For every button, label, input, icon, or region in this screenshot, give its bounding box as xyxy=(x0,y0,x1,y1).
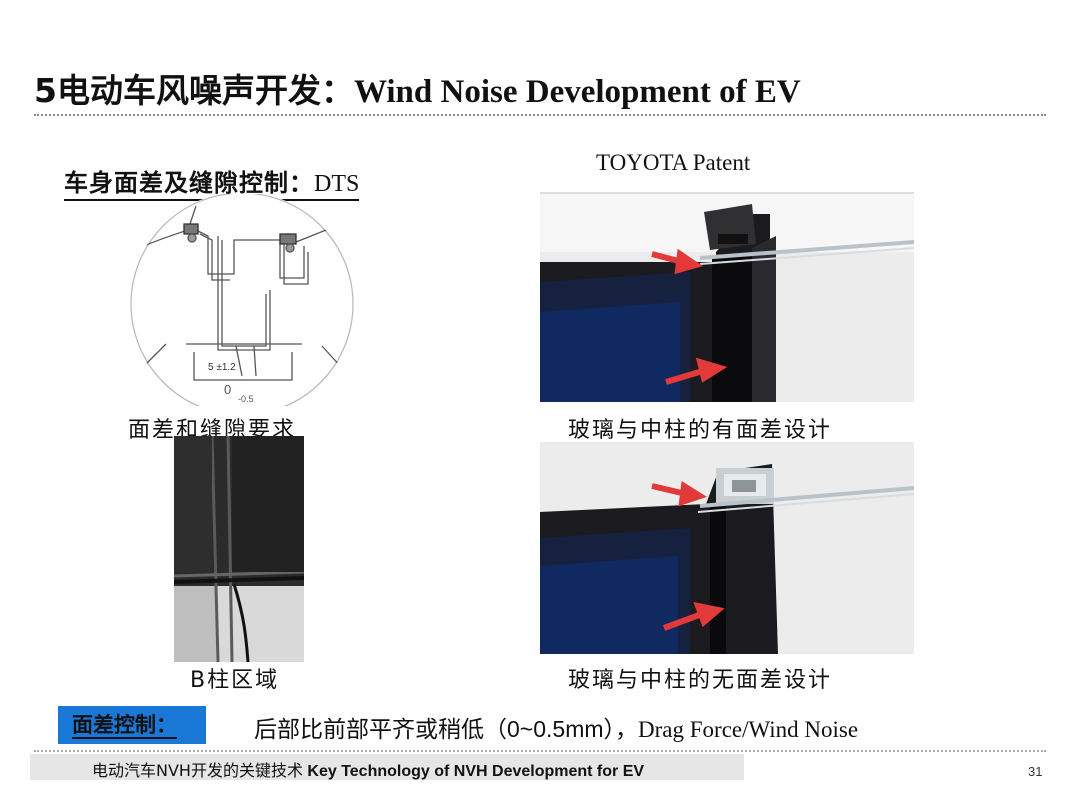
control-text-en: Drag Force/Wind Noise xyxy=(638,717,859,742)
slide-title-zh: 5电动车风噪声开发： xyxy=(34,71,354,110)
slide-title: 5电动车风噪声开发：Wind Noise Development of EV xyxy=(34,64,801,112)
footer-text: 电动汽车NVH开发的关键技术 Key Technology of NVH Dev… xyxy=(92,757,644,781)
flush-control-badge: 面差控制： xyxy=(58,706,206,744)
dts-heading-en: DTS xyxy=(314,171,360,197)
step-design-caption: 玻璃与中柱的有面差设计 xyxy=(568,418,833,443)
b-pillar-photo xyxy=(174,436,304,662)
arrow-upper xyxy=(651,248,703,275)
footer-bar xyxy=(30,754,744,780)
step-design-photo xyxy=(540,192,914,402)
control-text-zh: 后部比前部平齐或稍低（ xyxy=(254,717,507,743)
toyota-patent-heading: TOYOTA Patent xyxy=(596,150,751,175)
arrow-upper xyxy=(651,480,707,507)
control-text-sep: ）， xyxy=(603,717,639,743)
flush-design-caption: 玻璃与中柱的无面差设计 xyxy=(568,668,833,693)
zero-label: 0 xyxy=(224,382,231,397)
control-text-range: 0~0.5mm xyxy=(507,716,604,742)
dts-heading: 车身面差及缝隙控制：DTS xyxy=(64,163,360,201)
tolerance-label: 5 ±1.2 xyxy=(208,362,236,373)
footer-text-zh: 电动汽车NVH开发的关键技术 xyxy=(92,761,303,780)
arrow-lower xyxy=(662,601,725,631)
flush-design-photo xyxy=(540,442,914,654)
dts-heading-zh: 车身面差及缝隙控制： xyxy=(64,169,314,197)
flush-control-text: 后部比前部平齐或稍低（0~0.5mm），Drag Force/Wind Nois… xyxy=(254,710,858,744)
b-pillar-caption: B柱区域 xyxy=(190,668,280,693)
footer-text-en: Key Technology of NVH Development for EV xyxy=(302,763,645,780)
minus-label: -0.5 xyxy=(238,394,254,404)
title-divider xyxy=(34,114,1046,116)
page-number: 31 xyxy=(1028,764,1043,779)
gap-flush-diagram: 5 ±1.2 0 -0.5 xyxy=(130,194,354,406)
flush-control-badge-label: 面差控制： xyxy=(72,713,177,739)
footer-divider xyxy=(34,750,1046,752)
arrow-lower xyxy=(665,357,728,385)
slide-title-en: Wind Noise Development of EV xyxy=(353,74,801,110)
